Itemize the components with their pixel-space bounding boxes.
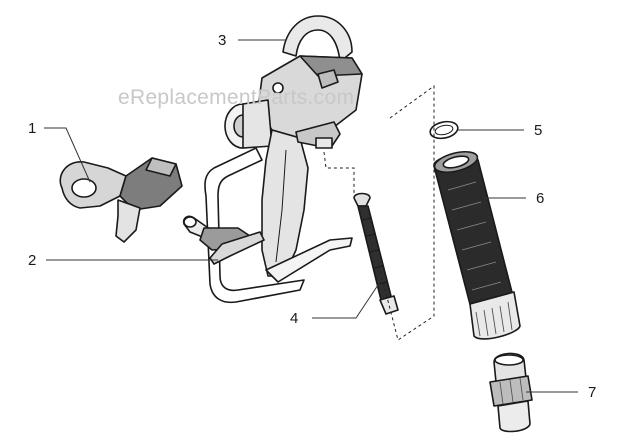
alignment-line-housing [377,85,435,341]
watermark-text: eReplacementParts.com [118,86,354,109]
leader-4 [312,281,381,319]
filter [353,192,399,315]
callout-1: 1 [28,120,36,137]
filter-housing [433,150,521,340]
inlet-fitting [489,352,533,433]
reversible-tip [182,215,265,265]
callout-7: 7 [588,384,596,401]
tip-guard [59,157,183,243]
callout-6: 6 [536,190,544,207]
o-ring [429,120,459,140]
callout-3: 3 [218,32,226,49]
spray-gun-body [204,15,363,304]
alignment-line-filter [323,151,355,196]
callout-2: 2 [28,252,36,269]
callout-5: 5 [534,122,542,139]
leader-1 [44,127,91,183]
leader-lines [44,39,578,393]
callout-4: 4 [290,310,298,327]
